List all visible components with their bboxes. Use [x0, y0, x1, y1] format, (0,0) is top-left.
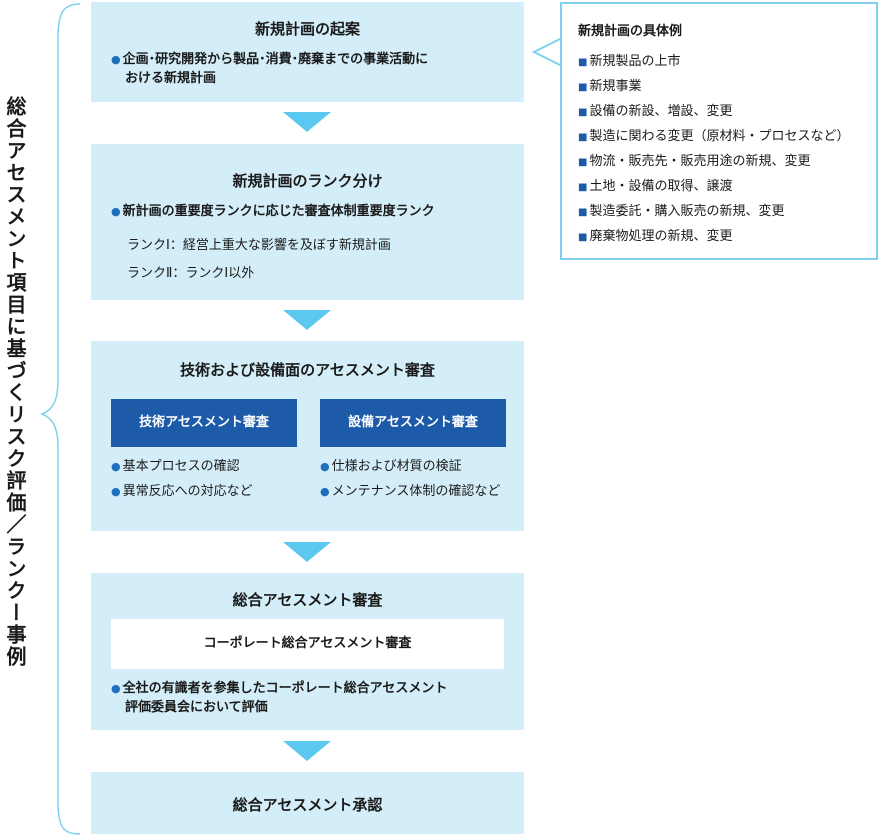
step-plan-proposal: 新規計画の起案 ●企画･研究開発から製品･消費･廃棄までの事業活動に おける新規… — [91, 2, 524, 102]
square-bullet-icon: ■ — [578, 57, 588, 68]
bullet-icon: ● — [111, 682, 121, 695]
step-technical-assessment: 技術および設備面のアセスメント審査 技術アセスメント審査 設備アセスメント審査 … — [91, 341, 524, 531]
rank-1-text: ランクⅠ：経営上重大な影響を及ぼす新規計画 — [127, 238, 391, 253]
bullet-text-cont: おける新規計画 — [125, 71, 217, 86]
step-title: 新規計画のランク分け — [232, 172, 383, 190]
step-title: 技術および設備面のアセスメント審査 — [180, 361, 435, 379]
bullet-icon: ● — [111, 485, 121, 498]
callout-item: ■製造委託・購入販売の新規、変更 — [578, 204, 785, 219]
step-approval: 総合アセスメント承認 — [91, 772, 524, 834]
bullet-icon: ● — [320, 485, 330, 498]
callout-item: ■設備の新設、増設、変更 — [578, 104, 733, 119]
left-item-2: ●異常反応への対応など — [111, 484, 253, 499]
down-arrow-icon — [283, 542, 331, 562]
corporate-assessment-box: コーポレート総合アセスメント審査 — [111, 619, 504, 669]
square-bullet-icon: ■ — [578, 82, 588, 93]
bullet-text: ●企画･研究開発から製品･消費･廃棄までの事業活動に — [111, 52, 429, 67]
examples-callout: 新規計画の具体例 ■新規製品の上市 ■新規事業 ■設備の新設、増設、変更 ■製造… — [560, 2, 878, 260]
square-bullet-icon: ■ — [578, 182, 588, 193]
step-rank-classification: 新規計画のランク分け ●新計画の重要度ランクに応じた審査体制重要度ランク ランク… — [91, 144, 524, 300]
step-title: 総合アセスメント審査 — [232, 591, 383, 609]
bullet-icon: ● — [111, 460, 121, 473]
square-bullet-icon: ■ — [578, 132, 588, 143]
side-label: 総合アセスメント項目に基づくリスク評価／ランクー事例 — [3, 96, 27, 668]
down-arrow-icon — [283, 741, 331, 761]
right-item-2: ●メンテナンス体制の確認など — [320, 484, 501, 499]
step-title: 総合アセスメント承認 — [232, 796, 383, 814]
bullet-icon: ● — [111, 205, 121, 218]
callout-item: ■新規事業 — [578, 79, 642, 94]
callout-pointer-icon — [531, 37, 563, 67]
callout-title: 新規計画の具体例 — [578, 24, 683, 39]
callout-item: ■製造に関わる変更（原材料・プロセスなど） — [578, 129, 850, 144]
square-bullet-icon: ■ — [578, 232, 588, 243]
callout-item: ■土地・設備の取得、譲渡 — [578, 179, 733, 194]
callout-item: ■新規製品の上市 — [578, 54, 681, 69]
callout-item: ■廃棄物処理の新規、変更 — [578, 229, 733, 244]
step-comprehensive-assessment: 総合アセスメント審査 コーポレート総合アセスメント審査 ●全社の有識者を参集した… — [91, 573, 524, 730]
step-title: 新規計画の起案 — [254, 20, 360, 38]
technical-assessment-box: 技術アセスメント審査 — [111, 399, 297, 447]
down-arrow-icon — [283, 310, 331, 330]
bullet-icon: ● — [111, 53, 121, 66]
bullet-text: ●全社の有識者を参集したコーポレート総合アセスメント — [111, 681, 448, 696]
square-bullet-icon: ■ — [578, 157, 588, 168]
square-bullet-icon: ■ — [578, 107, 588, 118]
down-arrow-icon — [283, 112, 331, 132]
rank-2-text: ランクⅡ：ランクⅠ以外 — [127, 266, 255, 281]
square-bullet-icon: ■ — [578, 207, 588, 218]
bullet-text-cont: 評価委員会において評価 — [125, 700, 268, 715]
bullet-icon: ● — [320, 460, 330, 473]
right-item-1: ●仕様および材質の検証 — [320, 459, 462, 474]
brace-icon — [39, 3, 81, 835]
equipment-assessment-box: 設備アセスメント審査 — [320, 399, 506, 447]
bullet-text: ●新計画の重要度ランクに応じた審査体制重要度ランク — [111, 204, 435, 219]
left-item-1: ●基本プロセスの確認 — [111, 459, 240, 474]
callout-item: ■物流・販売先・販売用途の新規、変更 — [578, 154, 811, 169]
